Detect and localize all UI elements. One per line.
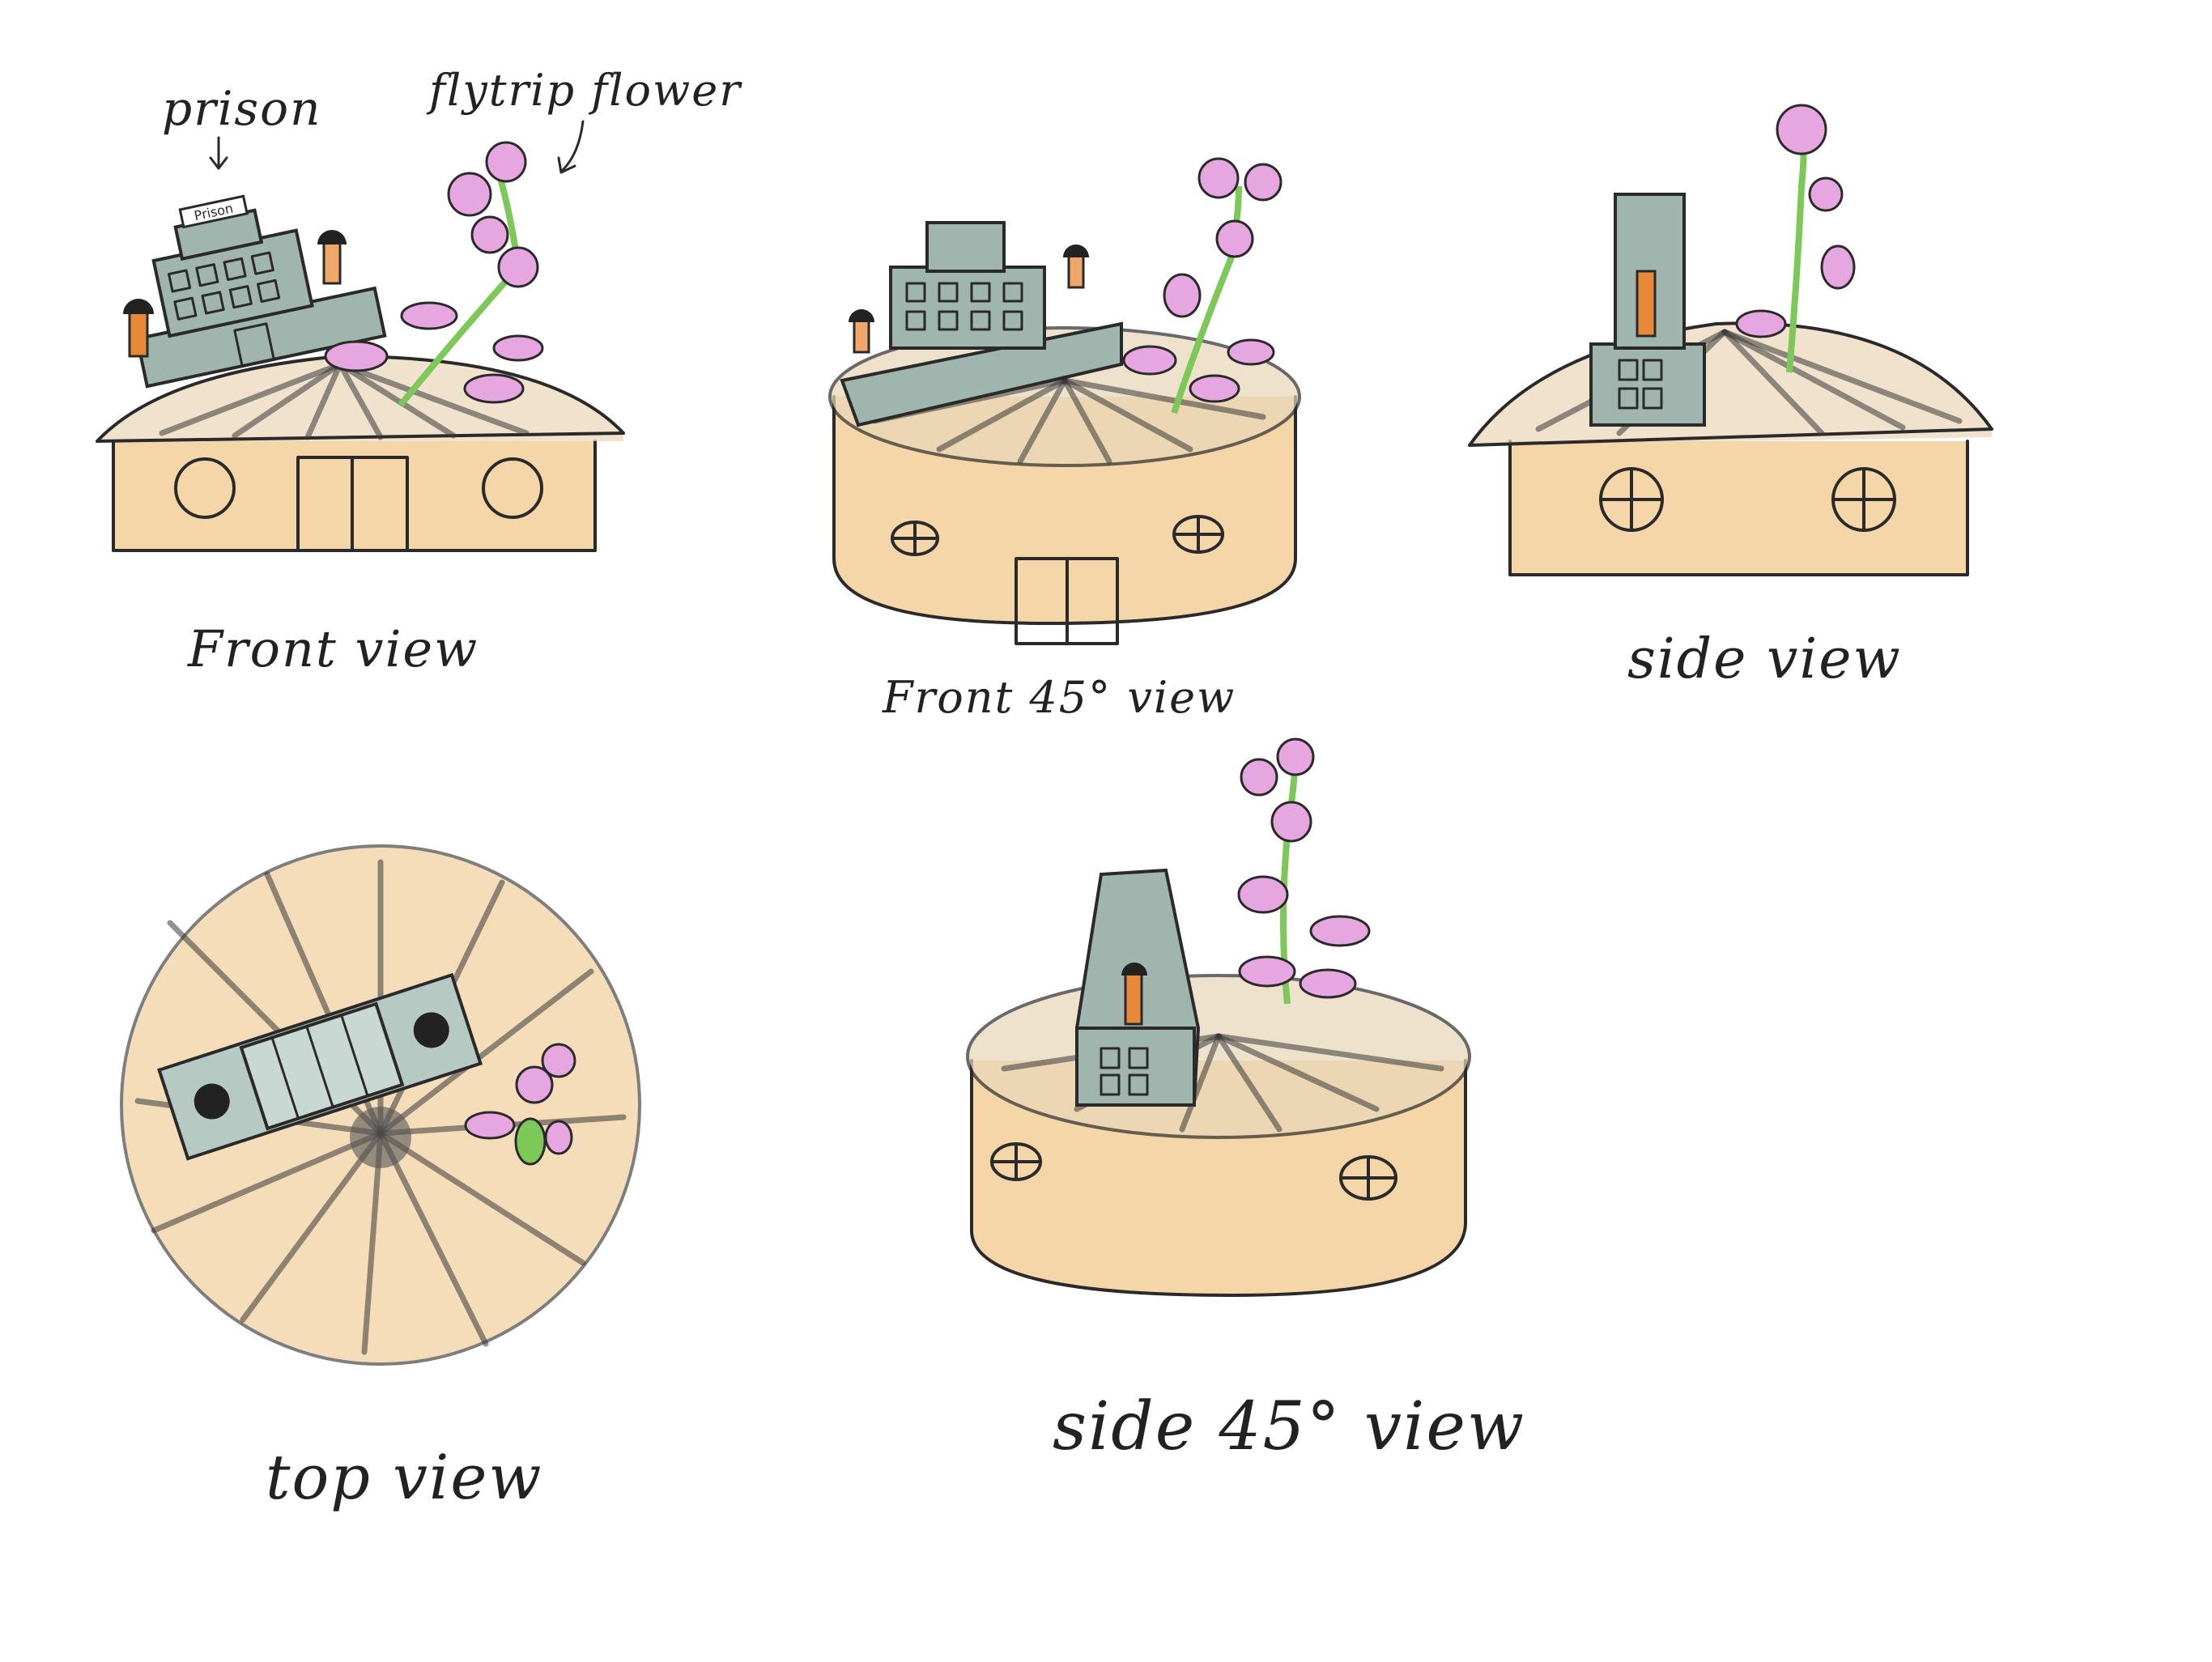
side-wall — [1510, 441, 1967, 575]
side-view-drawing — [1468, 104, 1993, 576]
front-window-left — [174, 457, 236, 519]
top-view-caption: top view — [266, 1441, 543, 1513]
flytrap-flower-annotation: flytrip flower — [429, 65, 742, 116]
front-view-caption: Front view — [188, 619, 479, 678]
front-window-right — [482, 457, 543, 519]
side-45-view-drawing — [966, 737, 1471, 1297]
front45-prison — [840, 221, 1123, 427]
front-guard-left — [123, 299, 154, 358]
side45-roof — [966, 974, 1471, 1139]
side-prison — [1589, 193, 1706, 427]
flower-arrow — [557, 120, 585, 174]
top-view-drawing — [120, 844, 641, 1366]
prison-arrow — [209, 136, 228, 170]
front-45-view-caption: Front 45° view — [883, 672, 1236, 723]
top-flytrap-flower — [464, 1043, 576, 1166]
side45-flytrap-flower — [1237, 737, 1371, 1005]
side45-prison — [1075, 868, 1201, 1107]
top-prison — [157, 972, 483, 1161]
front45-guards — [849, 244, 1089, 354]
side-45-view-caption: side 45° view — [1053, 1388, 1526, 1465]
front-roof-thatch — [159, 361, 530, 440]
front-45-view-drawing — [828, 157, 1301, 645]
prison-annotation: prison — [162, 81, 322, 136]
front-view-drawing: Prison — [96, 120, 625, 552]
front-flytrap-flower — [324, 141, 544, 407]
front45-flytrap-flower — [1122, 157, 1283, 414]
side-view-caption: side view — [1627, 627, 1902, 691]
front-prison: Prison — [134, 194, 387, 389]
front-guard-right — [317, 230, 347, 285]
side-flytrap-flower — [1735, 104, 1856, 373]
